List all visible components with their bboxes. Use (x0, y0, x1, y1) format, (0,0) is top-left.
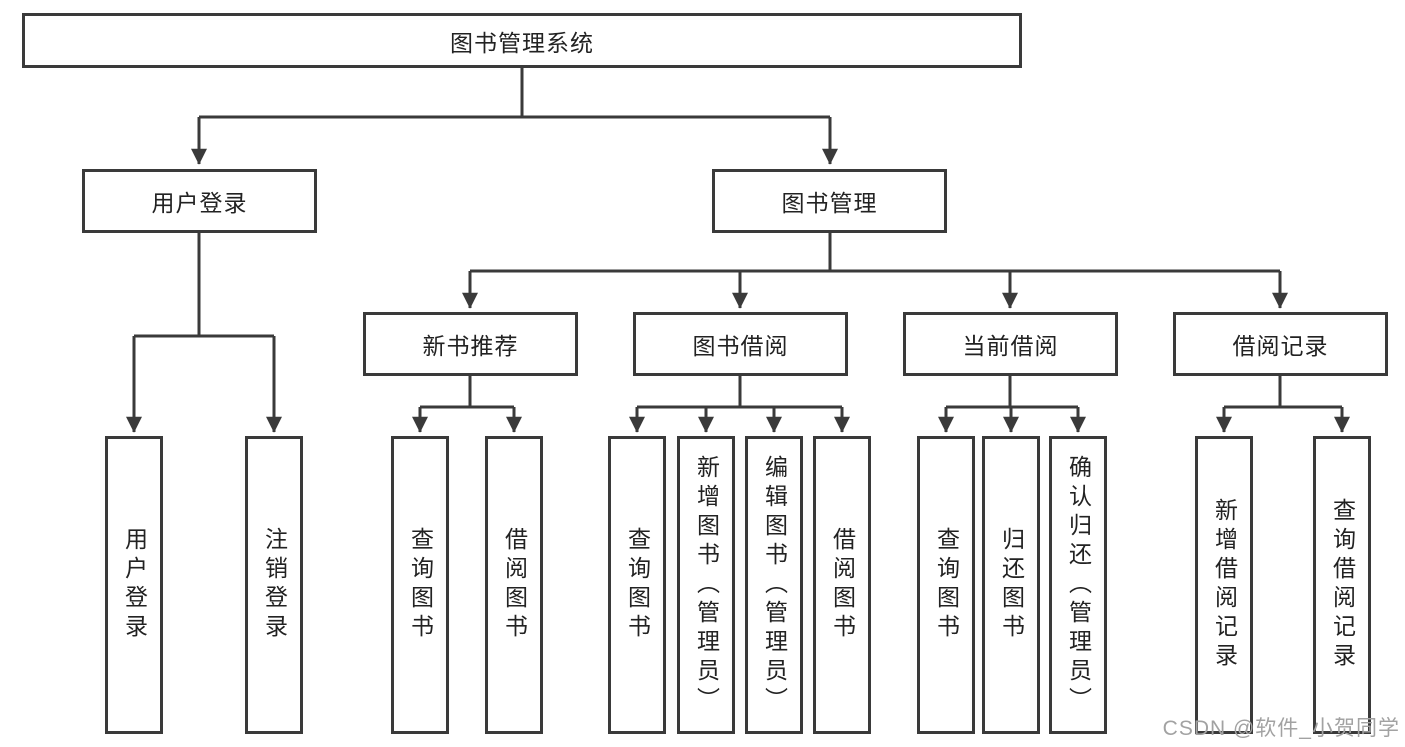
leaf-confirm-return-admin: 确认归还（管理员） (1049, 436, 1107, 734)
leaf-borrow-book: 借阅图书 (813, 436, 871, 734)
node-book-management: 图书管理 (712, 169, 947, 233)
node-new-book-recommend: 新书推荐 (363, 312, 578, 376)
leaf-add-borrow-record: 新增借阅记录 (1195, 436, 1253, 734)
node-borrow-records: 借阅记录 (1173, 312, 1388, 376)
leaf-query-book-recommend: 查询图书 (391, 436, 449, 734)
leaf-edit-book-admin: 编辑图书（管理员） (745, 436, 803, 734)
watermark-text: CSDN @软件_小贺同学 (1162, 717, 1400, 740)
node-current-borrow: 当前借阅 (903, 312, 1118, 376)
leaf-query-book-borrow: 查询图书 (608, 436, 666, 734)
node-user-login: 用户登录 (82, 169, 317, 233)
leaf-add-book-admin: 新增图书（管理员） (677, 436, 735, 734)
leaf-borrow-book-recommend: 借阅图书 (485, 436, 543, 734)
leaf-user-login: 用户登录 (105, 436, 163, 734)
leaf-query-book-current: 查询图书 (917, 436, 975, 734)
node-root: 图书管理系统 (22, 13, 1022, 68)
leaf-logout: 注销登录 (245, 436, 303, 734)
node-book-borrow: 图书借阅 (633, 312, 848, 376)
leaf-return-book: 归还图书 (982, 436, 1040, 734)
leaf-query-borrow-record: 查询借阅记录 (1313, 436, 1371, 734)
